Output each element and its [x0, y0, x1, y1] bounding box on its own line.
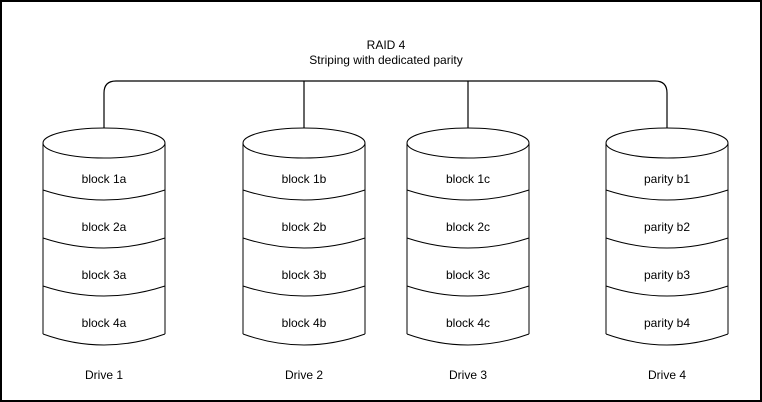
drive-label: Drive 3 — [448, 368, 487, 382]
diagram-subtitle: Striping with dedicated parity — [309, 53, 463, 67]
block-label: block 4c — [445, 316, 491, 330]
cylinder-icon — [242, 127, 366, 346]
diagram-title: RAID 4 — [366, 38, 406, 52]
block-label: block 2b — [281, 220, 327, 234]
drive-label: Drive 1 — [84, 368, 123, 382]
block-label: block 4a — [81, 316, 127, 330]
block-label: block 2a — [81, 220, 127, 234]
block-label: block 2c — [445, 220, 491, 234]
cylinder-icon — [406, 127, 530, 346]
block-label: block 1c — [445, 172, 491, 186]
block-label: parity b1 — [643, 172, 691, 186]
block-label: block 3c — [445, 268, 491, 282]
block-label: block 1a — [81, 172, 127, 186]
block-label: block 3a — [81, 268, 127, 282]
drive-label: Drive 4 — [647, 368, 686, 382]
cylinder-icon — [605, 127, 729, 346]
block-label: parity b4 — [643, 316, 691, 330]
block-label: block 4b — [281, 316, 327, 330]
drive-3-group: block 1c block 2c block 3c block 4c Driv… — [406, 127, 530, 388]
drive-label: Drive 2 — [284, 368, 323, 382]
drive-1-group: block 1a block 2a block 3a block 4a Driv… — [42, 127, 166, 388]
cylinder-icon — [42, 127, 166, 346]
diagram-title-block: RAID 4 Striping with dedicated parity — [86, 38, 686, 68]
block-label: parity b2 — [643, 220, 691, 234]
block-label: block 3b — [281, 268, 327, 282]
block-label: block 1b — [281, 172, 327, 186]
bus-line — [103, 80, 668, 130]
drive-4-group: parity b1 parity b2 parity b3 parity b4 … — [605, 127, 729, 388]
block-label: parity b3 — [643, 268, 691, 282]
drive-2-group: block 1b block 2b block 3b block 4b Driv… — [242, 127, 366, 388]
